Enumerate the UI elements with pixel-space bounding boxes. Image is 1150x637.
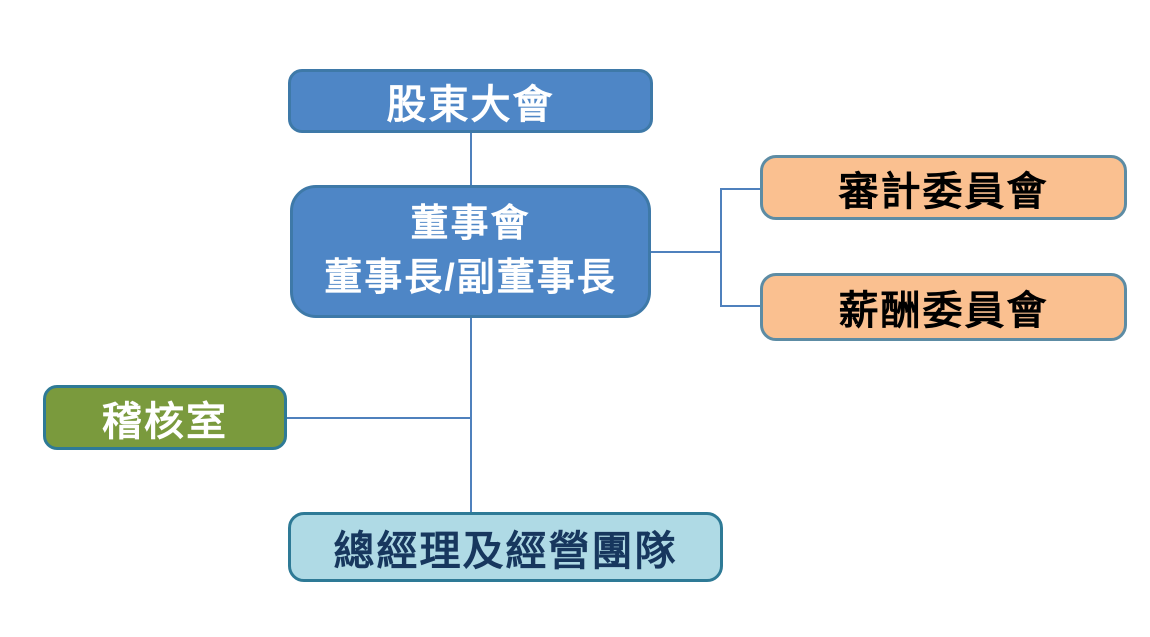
node-audit-office-label: 稽核室 [102,399,228,444]
node-audit-committee: 審計委員會 [760,155,1127,220]
node-compensation-committee: 薪酬委員會 [760,273,1127,341]
node-board-of-directors: 董事會 董事長/副董事長 [290,185,651,318]
connector-shareholders-board [470,133,472,185]
node-gm-management-team-label: 總經理及經營團隊 [333,528,678,574]
connector-committees-bracket [720,188,722,307]
node-board-label-line2: 董事長/副董事長 [324,256,617,299]
connector-branch-compensation-committee [720,305,760,307]
node-board-label-line1: 董事會 [410,203,531,246]
connector-branch-audit-committee [720,188,760,190]
node-audit-office: 稽核室 [43,385,287,450]
node-shareholders-meeting-label: 股東大會 [386,83,555,127]
node-shareholders-meeting: 股東大會 [288,69,653,133]
connector-board-gm-team [470,318,472,512]
connector-audit-office-trunk [287,417,471,419]
node-gm-management-team: 總經理及經營團隊 [288,512,723,582]
node-audit-committee-label: 審計委員會 [838,169,1049,214]
connector-board-committees [651,251,722,253]
node-compensation-committee-label: 薪酬委員會 [838,289,1049,333]
